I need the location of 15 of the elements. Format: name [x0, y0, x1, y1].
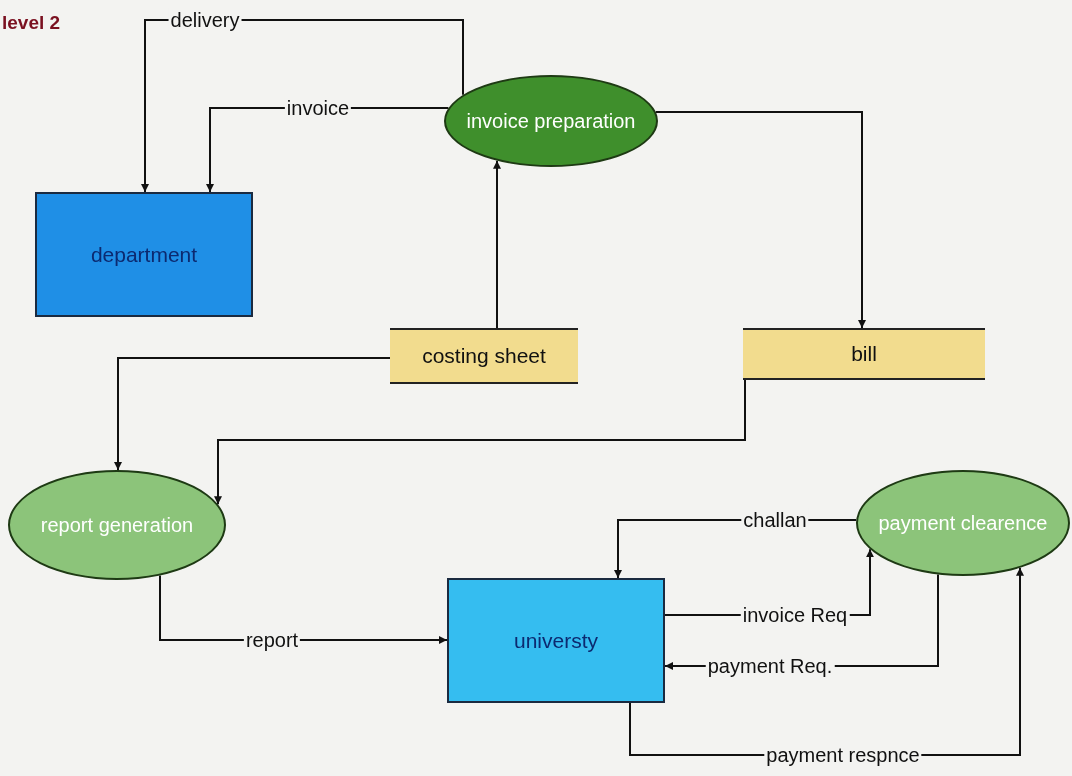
node-text: payment clearence: [878, 511, 1048, 535]
arrow: [214, 379, 746, 506]
data-store: [390, 328, 578, 384]
arrow: [114, 357, 391, 471]
node-text: invoice preparation: [466, 109, 636, 133]
entity-box: [447, 578, 665, 703]
data-store: [743, 328, 985, 380]
node-text: universty: [514, 628, 598, 653]
node-text: costing sheet: [422, 344, 546, 368]
heading-text: level 2: [2, 12, 61, 34]
entity-box: [35, 192, 253, 317]
arrow: [493, 159, 501, 329]
node-text: bill: [851, 342, 877, 366]
node-text: report generation: [40, 513, 194, 537]
node-text: department: [90, 242, 198, 267]
